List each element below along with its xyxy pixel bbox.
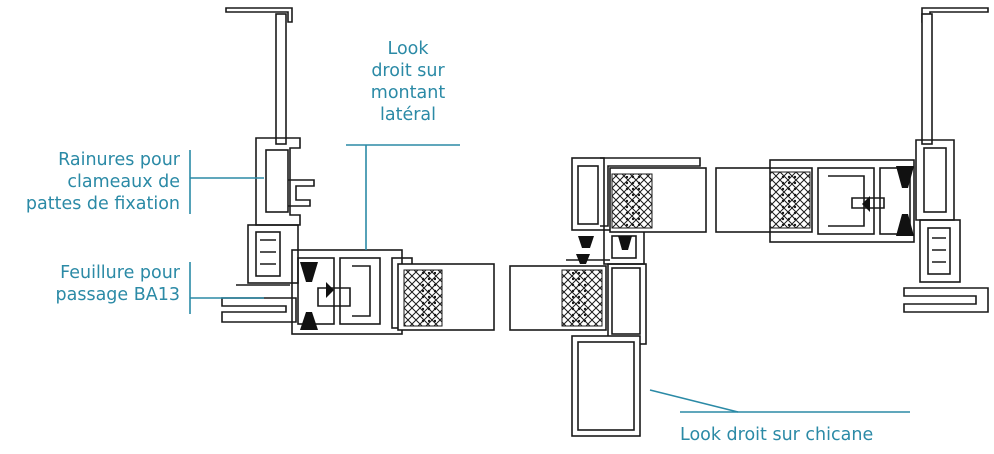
label-look-montant-line4: latéral bbox=[380, 105, 436, 125]
right-glazing bbox=[715, 167, 813, 233]
right-mullion bbox=[769, 159, 915, 243]
label-rainures-line3: pattes de fixation bbox=[25, 194, 180, 214]
leader-feuillure bbox=[189, 262, 264, 314]
label-look-chicane: Look droit sur chicane bbox=[680, 424, 873, 446]
center-corner-profile bbox=[566, 157, 701, 437]
label-feuillure: Feuillure pour passage BA13 bbox=[0, 262, 180, 306]
label-look-montant-line2: droit sur bbox=[371, 61, 445, 81]
right-gaskets bbox=[862, 166, 914, 236]
label-feuillure-line1: Feuillure pour bbox=[60, 263, 180, 283]
leader-look-chicane bbox=[649, 389, 910, 413]
label-look-chicane-text: Look droit sur chicane bbox=[680, 425, 874, 445]
right-wall-profile bbox=[903, 7, 989, 313]
center-glazing-top bbox=[609, 167, 707, 233]
left-wall-profile bbox=[221, 7, 315, 323]
leader-look-montant bbox=[346, 144, 460, 250]
center-gaskets bbox=[576, 236, 632, 264]
leader-rainures bbox=[189, 150, 264, 214]
center-glazing-left bbox=[509, 265, 607, 331]
left-glazing bbox=[397, 263, 495, 331]
label-feuillure-line2: passage BA13 bbox=[55, 285, 180, 305]
label-rainures-line2: clameaux de bbox=[67, 172, 180, 192]
label-look-montant-line1: Look bbox=[387, 39, 429, 59]
label-look-montant-line3: montant bbox=[370, 83, 446, 103]
left-gaskets bbox=[300, 262, 334, 330]
label-look-montant: Look droit sur montant latéral bbox=[358, 38, 458, 126]
label-rainures-line1: Rainures pour bbox=[58, 150, 180, 170]
label-rainures: Rainures pour clameaux de pattes de fixa… bbox=[0, 149, 180, 215]
